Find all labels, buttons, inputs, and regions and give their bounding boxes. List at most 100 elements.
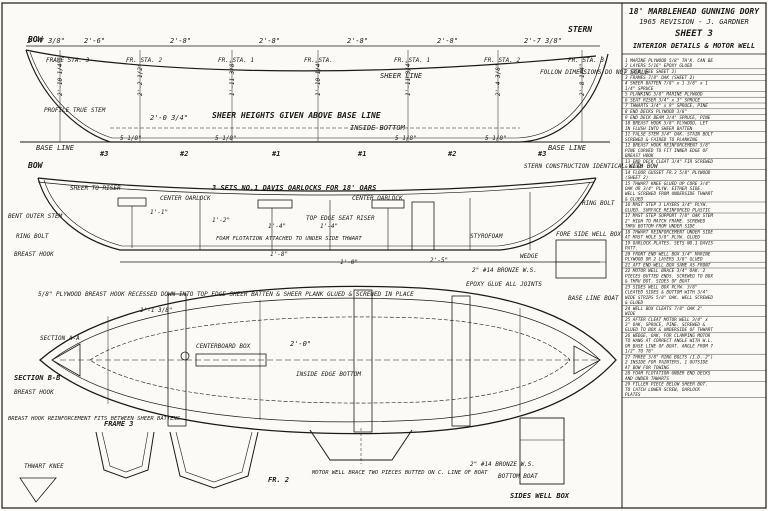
section-dim: 1'-4": [320, 223, 338, 230]
note-item: 6 SEAT RISER 3/4" x 3" SPRUCE: [622, 97, 766, 103]
note-line: 10 BREAST HOOK 5/8" PLYWOOD, LET: [625, 121, 708, 127]
note-line: 22 MOTOR WELL BRACE 3/4" OAK. 2: [625, 268, 706, 274]
sheer-curve: [25, 49, 597, 72]
sheet-revision: 1965 REVISION - J. GARDNER: [639, 18, 749, 26]
note-line: GLUED TO BOX & UNDERSIDE OF THWART: [625, 327, 713, 333]
note-line: 9 END DECK BEAM 3/4" SPRUCE, PINE: [625, 115, 711, 121]
plan-width-dim: 2'-0": [290, 340, 311, 348]
bb-reinforcement: BREAST HOOK REINFORCEMENT FITS BETWEEN S…: [8, 416, 181, 422]
station-mark: 5 1/8": [120, 135, 142, 142]
note-line: OR BASE LINE OF BOAT. ANGLE FROM 7: [625, 343, 713, 349]
note-line: 12 BREAST HOOK REINFORCEMENT 5/8": [625, 143, 710, 149]
note-line: AND UNDER THWARTS: [624, 376, 669, 382]
sheer-height: 1'-10 1/4": [315, 60, 322, 96]
note-item: 15 THWART KNEE GLUED UP CORE 3/4"OAK OR …: [622, 181, 766, 202]
section-bow-label: BOW: [27, 161, 44, 170]
station-dim: 2'-8": [170, 37, 191, 45]
station-label: FR. STA. 1: [394, 57, 430, 64]
note-line: & THRU BOT. SIDES OF BOAT: [624, 279, 690, 285]
note-item: 1 MARINE PLYWOOD 5/8" TH'K. CAN BE2 LAYE…: [622, 58, 766, 69]
note-item: 27 THREE 3/8" RING BOLTS (I.D. 2")2 INSI…: [622, 354, 766, 371]
sheer-to-riser: SHEER TO RISER: [70, 185, 121, 192]
section-dim: 1'-8": [270, 251, 288, 258]
fore-side-well-box: FORE SIDE WELL BOX: [556, 231, 621, 238]
note-line: PLATES: [625, 392, 641, 398]
note-line: 2 LAYERS 5/16" EPOXY GLUED: [625, 63, 693, 69]
note-item: 3 FRAMES 7/8" OAK (SHEET 2): [622, 75, 766, 81]
profile-stern-label: STERN: [568, 25, 592, 34]
sides-well-box-label: SIDES WELL BOX: [510, 492, 570, 500]
note-line: TO CATCH LOWER SCREW, OARLOCK: [625, 387, 700, 393]
note-line: THRU BOTTOM FROM UNDER SIDE: [625, 224, 695, 230]
inner-dim: 2'-0 3/4": [150, 114, 188, 122]
note-line: 28 FOAM FLOTATION UNDER END DECKS: [625, 371, 711, 377]
sheet-number: SHEET 3: [675, 29, 713, 39]
station-dim: 2'-8": [259, 37, 280, 45]
note-line: 4 SHEER BATTEN 7/8" x 1 3/8" x 1: [625, 81, 708, 87]
note-line: 21 AFT END WELL BOX SAME AS FRONT: [625, 262, 711, 268]
frame-number: #3: [537, 150, 546, 158]
note-line: 1/2" TO 78°: [625, 349, 653, 355]
breast-hook-label: BREAST HOOK: [14, 251, 54, 258]
section-dim: 1'-0": [340, 259, 358, 266]
note-line: BREAST HOOK: [625, 153, 654, 159]
base-line-left: BASE LINE: [36, 144, 75, 152]
note-line: SCREWED & FAIRED TO PLANKING: [625, 137, 698, 143]
stern-construction-note: STERN CONSTRUCTION IDENTICAL WITH BOW: [524, 163, 659, 170]
note-line: PIECES BUTTED ENDS. SCREWED TO BOX: [625, 273, 713, 279]
frame-number: #1: [357, 150, 366, 158]
station-label: FRAME STA. 3: [46, 57, 90, 64]
note-line: 6 SEAT RISER 3/4" x 3" SPRUCE: [625, 97, 700, 103]
station-dim: 2'-8": [347, 37, 368, 45]
bronze-ws-note: 2" #14 BRONZE W.S.: [472, 267, 537, 274]
frame-number: #2: [447, 150, 456, 158]
plan-outline: [39, 285, 617, 435]
centerboard-box-label: CENTERBOARD BOX: [196, 343, 251, 350]
station-label: FR. STA. 2: [484, 57, 521, 64]
note-line: 11 FALSE STEM 3/4" OAK. STAIN BOLT: [625, 132, 713, 138]
sheer-height: 2'-4 3/8": [495, 63, 502, 96]
sheet-subtitle: INTERIOR DETAILS & MOTOR WELL: [633, 42, 755, 50]
inside-edge-label: INSIDE EDGE BOTTOM: [296, 371, 361, 378]
frame-2-drawing: [169, 431, 259, 489]
sheet-title: 18' MARBLEHEAD GUNNING DORY: [629, 7, 760, 16]
heights-given-note: SHEER HEIGHTS GIVEN ABOVE BASE LINE: [212, 111, 381, 120]
note-line: 23 SIDES WELL BOX PLYW. 3/8": [625, 284, 697, 290]
frame-number: #1: [271, 150, 280, 158]
section-dim: 2'-5": [430, 257, 448, 264]
note-line: PATT.: [625, 246, 638, 252]
title-block-frame: [621, 2, 767, 509]
profile-true-stem: PROFILE TRUE STEM: [44, 107, 106, 114]
section-dim: 1'-4": [268, 223, 286, 230]
note-line: 5 PLANKING 5/8" MARINE PLYWOOD: [625, 92, 703, 98]
wedge-label: WEDGE: [520, 253, 538, 260]
note-line: 14 FLOOR GUSSET FR.3 5/8" PLYWOOD: [625, 170, 711, 176]
note-item: 29 FILLER PIECE BELOW SHEER BOT.TO CATCH…: [622, 382, 766, 398]
note-line: & GLUED: [624, 300, 644, 306]
station-dim: 2'-7 3/8": [524, 37, 562, 45]
thwart-mid: [353, 289, 373, 433]
note-line: 17 MAST STEP SUPPORT 7/8" OAK STEM: [625, 213, 713, 219]
note-line: 25 AFTER CLEAT MOTOR WELL 3/4" x: [625, 317, 708, 323]
note-line: 19 OARLOCK PLATES. SETS NO.1 DAVIS: [625, 240, 713, 246]
note-line: & GLUED: [624, 164, 644, 170]
note-line: 1/4" SPRUCE: [625, 86, 654, 92]
note-line: IN FLUSH INTO SHEER BATTEN: [625, 126, 693, 132]
note-item: 5 PLANKING 5/8" MARINE PLYWOOD: [622, 92, 766, 98]
note-line: 13 END DECK CLEAT 3/4" FIR SCREWED: [625, 159, 713, 165]
note-item: 20 FRONT END WELL BOX 3/4" MARINEPLYWOOD…: [622, 251, 766, 263]
sheer-height: 1'-11 3/8": [229, 60, 236, 96]
note-item: 7 THWARTS 3/4" x 9" SPRUCE, PINE: [622, 103, 766, 109]
sheer-height: 2'-8 1/4": [579, 63, 586, 96]
note-item: 12 BREAST HOOK REINFORCEMENT 5/8"PINE CU…: [622, 143, 766, 159]
sheer-height: 1'-11 3/4": [405, 60, 412, 96]
note-line: AT MAST HOLE 5/8" PLYW. GLUED: [624, 235, 700, 241]
styrofoam-label: STYROFOAM: [470, 233, 503, 240]
station-label: FR. STA. 3: [568, 57, 605, 64]
